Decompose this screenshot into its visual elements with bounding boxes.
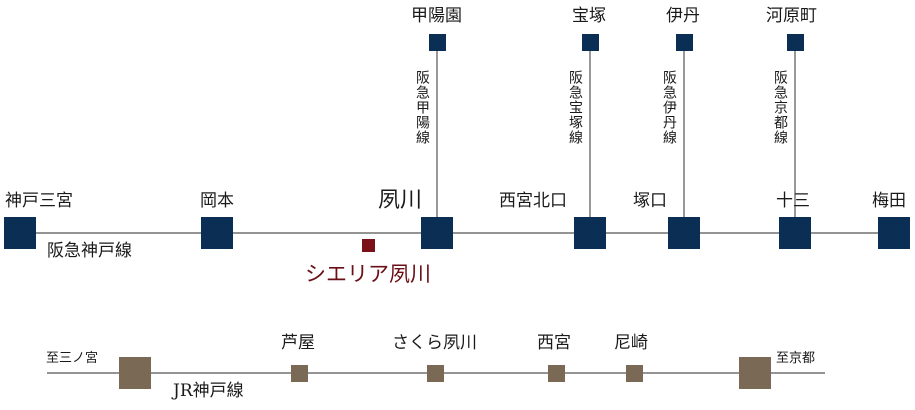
jr-station-label-amagasaki: 尼崎: [614, 333, 648, 353]
station-marker-sannomiya: [4, 217, 36, 249]
jr-line-label: JR神戸線: [173, 381, 244, 401]
station-label-okamoto: 岡本: [200, 191, 234, 211]
station-marker-tsukaguchi: [668, 217, 700, 249]
jr-west-end-label: 至三ノ宮: [46, 351, 99, 366]
jr-station-marker-nishinomiya: [548, 365, 565, 382]
station-label-sannomiya: 神戸三宮: [5, 191, 73, 211]
jr-end-marker-west: [119, 357, 151, 389]
station-marker-juso: [779, 217, 811, 249]
station-marker-umeda: [878, 217, 910, 249]
station-marker-kawaramachi: [787, 34, 804, 51]
terminal-label-kawaramachi: 河原町: [766, 6, 817, 26]
branch-line-label-itami: 阪急伊丹線: [661, 70, 677, 145]
jr-east-end-label: 至京都: [776, 351, 816, 366]
station-label-tsukaguchi: 塚口: [633, 191, 667, 211]
jr-station-marker-ashiya: [291, 365, 308, 382]
hankyu-line-label: 阪急神戸線: [47, 241, 132, 261]
station-label-juso: 十三: [776, 191, 810, 211]
station-marker-shukugawa: [421, 217, 453, 249]
jr-station-marker-amagasaki: [626, 365, 643, 382]
jr-station-label-sakura-shukugawa: さくら夙川: [392, 333, 477, 353]
terminal-label-itami: 伊丹: [666, 6, 700, 26]
station-marker-okamoto: [201, 217, 233, 249]
terminal-label-takarazuka: 宝塚: [572, 6, 606, 26]
branch-line-label-takarazuka: 阪急宝塚線: [567, 70, 583, 145]
branch-line-label-kyoto: 阪急京都線: [772, 70, 788, 145]
property-label: シエリア夙川: [305, 262, 431, 286]
jr-station-label-nishinomiya: 西宮: [537, 333, 571, 353]
station-marker-nishinomiya-kitaguchi: [574, 217, 606, 249]
station-label-shukugawa: 夙川: [378, 188, 423, 213]
property-marker: [362, 239, 375, 252]
station-marker-kouyouen: [429, 34, 446, 51]
jr-station-marker-sakura-shukugawa: [427, 365, 444, 382]
branch-line-label-kouyou: 阪急甲陽線: [414, 70, 430, 145]
station-label-umeda: 梅田: [872, 191, 906, 211]
terminal-label-kouyouen: 甲陽園: [411, 6, 462, 26]
station-label-nishinomiya-kitaguchi: 西宮北口: [499, 191, 567, 211]
jr-station-label-ashiya: 芦屋: [281, 333, 315, 353]
station-marker-itami: [676, 34, 693, 51]
jr-end-marker-east: [739, 357, 771, 389]
station-marker-takarazuka: [582, 34, 599, 51]
